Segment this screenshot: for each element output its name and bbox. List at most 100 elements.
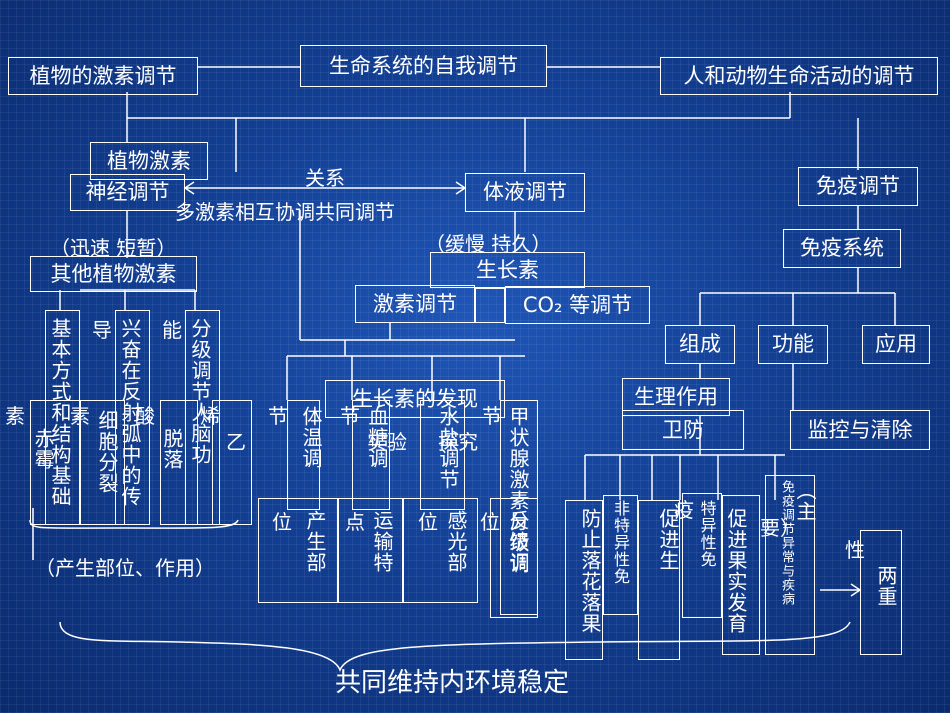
plant-chi-label: 赤霉 [31, 428, 55, 470]
plant-hormone-regulation-box: 植物的激素调节 [8, 57, 198, 95]
discovery-box: 生长素的发现 [325, 380, 505, 418]
function-box: 功能 [758, 325, 828, 364]
plant-shed-label: 脱落 [160, 428, 184, 470]
body-temp-label: 体温调 [299, 406, 323, 469]
promote-label: 促进生 [656, 508, 680, 571]
body-temp-box [287, 400, 320, 510]
plant-su-label: 素 [5, 404, 25, 428]
water-label: 水盐调节 [436, 406, 460, 490]
promote-fruit-box [722, 495, 760, 655]
animal-regulation-box: 人和动物生命活动的调节 [660, 57, 938, 95]
basic-column-label: 基本方式和结构基础 [48, 318, 72, 507]
mid-jie2: 节 [340, 404, 360, 428]
hormone-regulation-label: 激素调节 [373, 291, 457, 316]
production-label: 产生部 [303, 510, 327, 573]
plant-hormone-regulation-label: 植物的激素调节 [29, 63, 177, 88]
plant-box-3 [160, 400, 198, 525]
blood-sugar-box [352, 400, 390, 510]
feedback-label: 反馈调 [506, 510, 530, 573]
monitor-label: 监控与清除 [807, 417, 913, 442]
excite-column-label: 兴奋在反射弧中的传 [118, 318, 142, 507]
immune-regulation-box: 免疫调节 [798, 167, 918, 206]
mid-jie1: 节 [268, 404, 288, 428]
monitor-box: 监控与清除 [790, 410, 930, 450]
self-regulation-label: 生命系统的自我调节 [329, 53, 518, 78]
two-box [860, 530, 902, 655]
humoral-regulation-label: 体液调节 [483, 180, 567, 204]
specific-box [682, 493, 722, 618]
hormone-regulation-box: 激素调节 [355, 285, 475, 323]
specific-no-label: 非特异性免 [611, 500, 630, 585]
grade-column-label: 分级调节人脑功 [188, 318, 212, 465]
auxin-label: 生长素 [476, 257, 539, 282]
maintain-label: 共同维持内环境稳定 [335, 668, 570, 698]
bottom-note: （产生部位、作用） [35, 556, 215, 580]
production-box [258, 498, 338, 603]
physio-box: 生理作用 [622, 378, 730, 416]
composition-box: 组成 [665, 325, 735, 364]
discovery-label: 生长素的发现 [352, 386, 478, 411]
sense-box [403, 498, 478, 603]
neural-regulation-box: 神经调节 [70, 174, 185, 211]
sense-label: 感光部 [444, 510, 468, 573]
composition-label: 组成 [679, 332, 721, 356]
function-label: 功能 [772, 332, 814, 356]
transport-label: 运输特 [370, 510, 394, 573]
zhu-label: （主 [793, 480, 817, 522]
position2-label: 位 [418, 510, 438, 534]
feedback-box [490, 498, 538, 618]
defense-box: 卫防 [622, 410, 744, 450]
plant-box-2 [80, 400, 125, 525]
water-box [420, 400, 465, 510]
immune-system-box: 免疫系统 [783, 229, 901, 268]
multi-hormone-label: 多激素相互协调共同调节 [175, 200, 395, 224]
specific-label: 特异性免 [697, 500, 717, 568]
plant-shuo-label: 酸 [135, 404, 155, 428]
neural-sub-b: 能 [162, 318, 182, 342]
application-label: 应用 [875, 332, 917, 356]
thyroid-label: 甲状腺激素分级调 [506, 406, 530, 574]
yi-label: 疫 [674, 498, 694, 522]
immune-regulation-label: 免疫调节 [816, 174, 900, 198]
blood-sugar-label: 血糖调 [365, 406, 389, 469]
self-regulation-box: 生命系统的自我调节 [300, 45, 547, 87]
immune-system-label: 免疫系统 [800, 236, 884, 260]
promote-box [638, 500, 680, 660]
humoral-regulation-box: 体液调节 [465, 173, 585, 212]
plant-cell-label: 细胞分裂 [95, 410, 119, 494]
relation-label: 关系 [305, 166, 345, 190]
animal-regulation-label: 人和动物生命活动的调节 [683, 63, 915, 88]
humoral-feature-label: （缓慢 持久） [425, 232, 552, 256]
neural-feature-label: （迅速 短暂） [50, 236, 177, 260]
promote-fruit-label: 促进果实发育 [724, 508, 748, 634]
immune-disease-label: 免疫调节异常与疾病 [779, 480, 794, 606]
co2-regulation-label: CO₂ 等调节 [522, 292, 633, 317]
position1-label: 位 [272, 510, 292, 534]
experiment-label: 实验 [367, 430, 407, 454]
physio-label: 生理作用 [634, 384, 718, 409]
neural-regulation-label: 神经调节 [85, 180, 170, 204]
excite-column-box [115, 310, 150, 525]
other-hormones-box: 其他植物激素 [30, 256, 197, 292]
prevent-box [565, 500, 603, 660]
plant-box-4 [212, 400, 252, 525]
co2-regulation-box: CO₂ 等调节 [505, 286, 650, 324]
point-label: 点 [345, 510, 365, 534]
auxin-box: 生长素 [430, 252, 585, 288]
mid-jie3: 节 [482, 404, 502, 428]
plant-hormone-box: 植物激素 [90, 142, 208, 180]
plant-hormone-label: 植物激素 [107, 148, 191, 173]
plant-su2-label: 素 [70, 404, 90, 428]
explore-label: 探究 [438, 430, 478, 454]
immune-disease-box [765, 475, 815, 655]
empty-box [475, 288, 505, 323]
two-label: 两重 [874, 565, 898, 607]
specific-no-box [603, 495, 638, 615]
yao-label: 要） [760, 516, 800, 540]
defense-label: 卫防 [662, 417, 704, 442]
plant-z-label: 乙 [226, 430, 246, 454]
transport-box [338, 498, 403, 603]
plant-yi-label: 烯 [200, 404, 220, 428]
neural-sub-a: 导 [92, 318, 112, 342]
